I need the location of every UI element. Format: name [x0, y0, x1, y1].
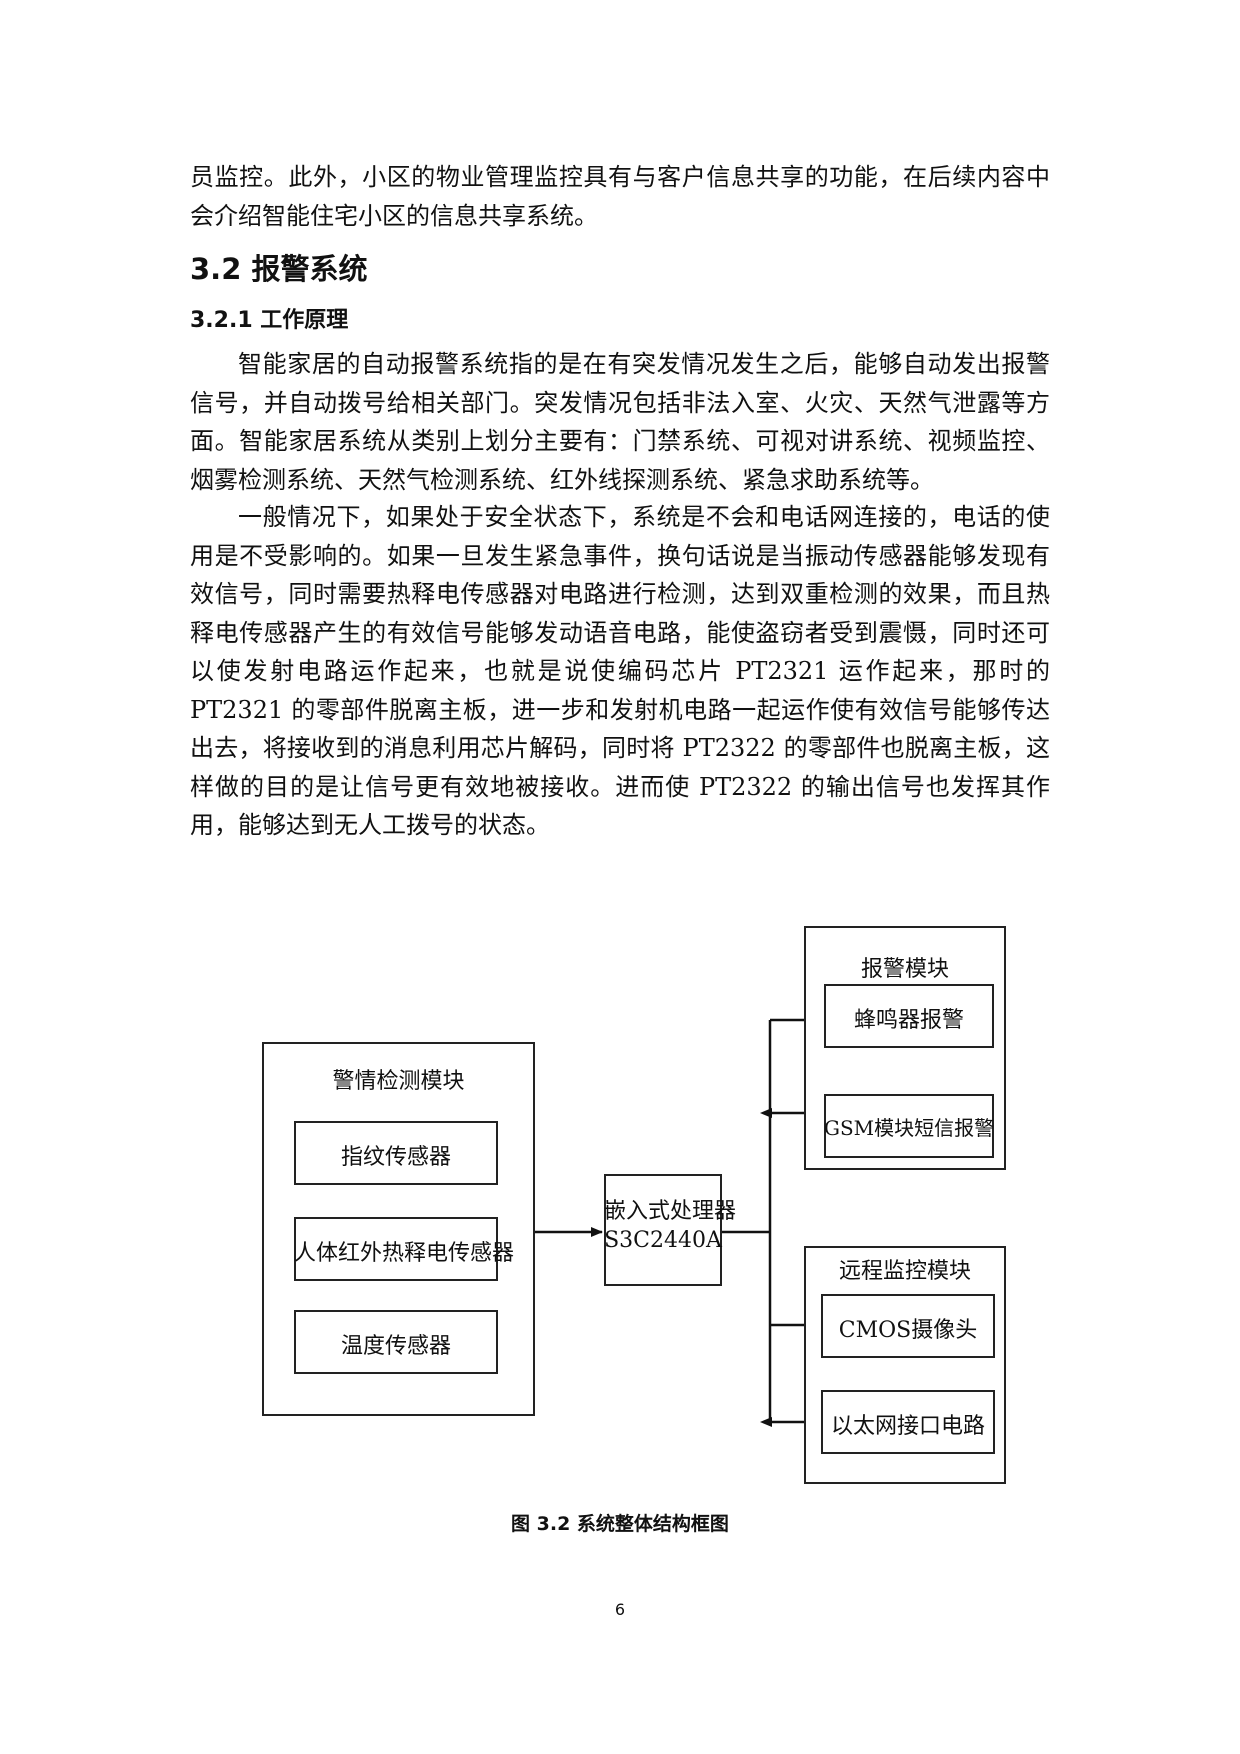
processor-label-line1: 嵌入式处理器 — [604, 1199, 737, 1224]
pir-sensor-box — [294, 1217, 498, 1281]
temperature-sensor-box — [294, 1310, 498, 1374]
fingerprint-sensor-box — [294, 1121, 498, 1185]
remote-module-title: 远程监控模块 — [838, 1259, 971, 1284]
detection-module-title: 警情检测模块 — [332, 1069, 465, 1094]
ethernet-interface-label: 以太网接口电路 — [830, 1414, 985, 1439]
gsm-alarm-box — [824, 1094, 994, 1158]
processor-label-line2: S3C2440A — [604, 1228, 722, 1253]
cmos-camera-box — [821, 1294, 995, 1358]
gsm-alarm-label: GSM模块短信报警 — [824, 1116, 995, 1140]
ethernet-interface-box — [821, 1390, 995, 1454]
alarm-module-title: 报警模块 — [860, 957, 949, 982]
page-number: 6 — [614, 1600, 626, 1619]
subsection-heading: 3.2.1 工作原理 — [190, 308, 349, 333]
processor-box — [604, 1174, 722, 1286]
temperature-sensor-label: 温度传感器 — [340, 1334, 451, 1359]
buzzer-alarm-label: 蜂鸣器报警 — [853, 1008, 964, 1033]
paragraph-1: 智能家居的自动报警系统指的是在有突发情况发生之后，能够自动发出报警信号，并自动拨… — [190, 350, 1050, 494]
intro-paragraph: 员监控。此外，小区的物业管理监控具有与客户信息共享的功能，在后续内容中会介绍智能… — [190, 163, 1050, 230]
figure-caption: 图 3.2 系统整体结构框图 — [511, 1513, 729, 1535]
section-heading: 3.2 报警系统 — [190, 252, 368, 286]
buzzer-alarm-box — [824, 984, 994, 1048]
cmos-camera-label: CMOS摄像头 — [838, 1318, 978, 1343]
paragraph-2: 一般情况下，如果处于安全状态下，系统是不会和电话网连接的，电话的使用是不受影响的… — [190, 503, 1050, 839]
fingerprint-sensor-label: 指纹传感器 — [340, 1145, 451, 1170]
pir-sensor-label: 人体红外热释电传感器 — [294, 1241, 515, 1266]
